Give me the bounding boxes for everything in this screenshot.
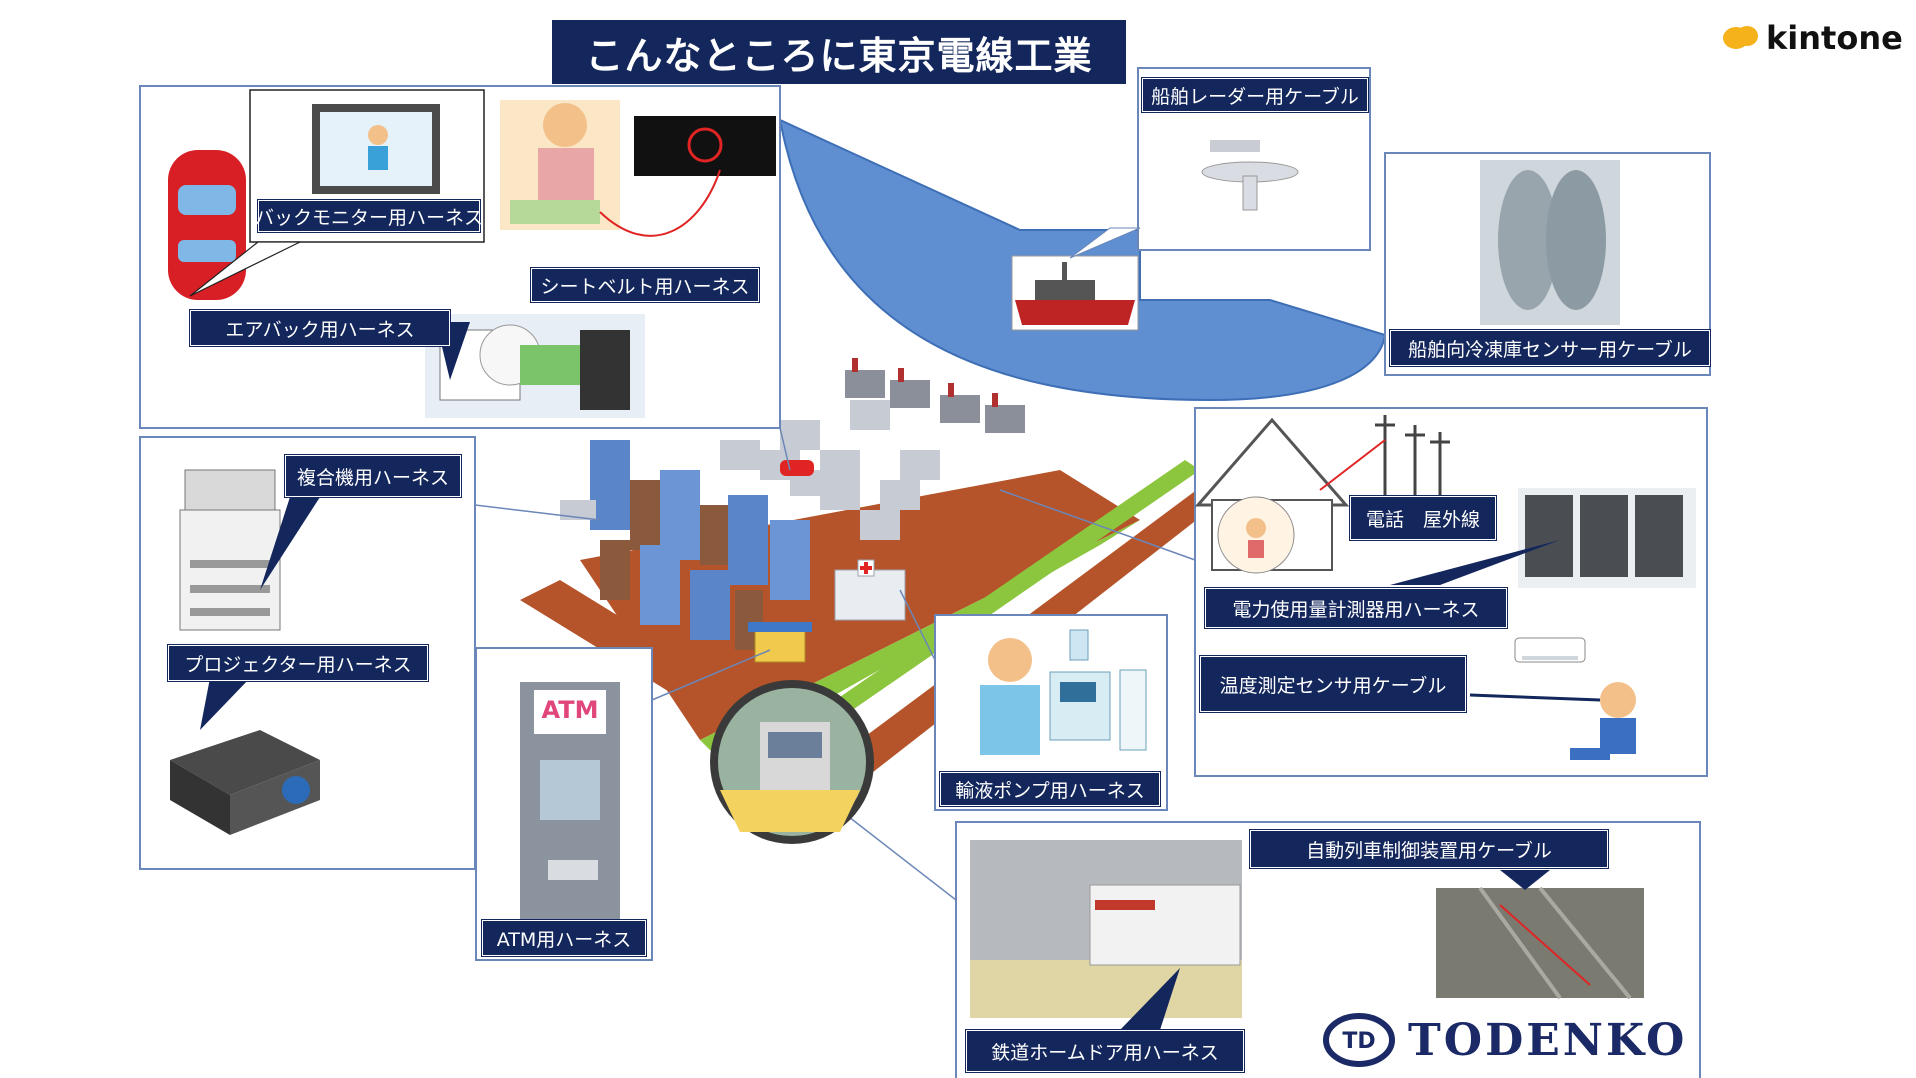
- label-radar: 船舶レーダー用ケーブル: [1142, 78, 1368, 112]
- label-atc: 自動列車制御装置用ケーブル: [1250, 830, 1608, 868]
- connector-lines: [474, 427, 1196, 901]
- label-infusion: 輸液ポンプ用ハーネス: [940, 772, 1160, 806]
- monitor-callout-tail: [189, 241, 301, 297]
- radar-antenna-icon: [1201, 140, 1299, 211]
- label-projector: プロジェクター用ハーネス: [168, 645, 428, 681]
- air-conditioner-icon: [1514, 637, 1586, 663]
- todenko-logo: TD TODENKO: [1322, 1012, 1687, 1068]
- house-icon: [1194, 417, 1350, 574]
- atc-rail-photo: [1436, 886, 1644, 1000]
- infusion-pump-icon: [980, 629, 1147, 755]
- label-freezer: 船舶向冷凍庫センサー用ケーブル: [1390, 330, 1710, 366]
- atc-callout-tail: [1500, 870, 1550, 890]
- child-icon: [1570, 682, 1636, 760]
- map-car: [780, 460, 814, 476]
- train-platform-icon: [710, 680, 874, 844]
- ship-icon: [1011, 255, 1139, 331]
- label-phone-line: 電話 屋外線: [1350, 496, 1496, 540]
- brand-name: kintone: [1766, 19, 1903, 57]
- copier-callout-tail: [260, 497, 320, 590]
- meter-callout-tail: [1390, 540, 1560, 585]
- utility-pole-icon: [1375, 415, 1450, 500]
- seatbelt-person-icon: [500, 100, 620, 230]
- todenko-mark-icon: TD: [1323, 1013, 1395, 1067]
- todenko-mark-text: TD: [1342, 1029, 1375, 1054]
- projector-icon: [170, 730, 320, 835]
- label-seatbelt: シートベルト用ハーネス: [531, 268, 759, 302]
- page-title: こんなところに東京電線工業: [552, 20, 1126, 84]
- atm-sign: ATM: [541, 696, 599, 724]
- projector-callout-tail: [200, 678, 250, 730]
- label-back-monitor: バックモニター用ハーネス: [255, 200, 483, 232]
- factories: [845, 358, 1025, 433]
- city-buildings: [560, 400, 940, 650]
- kintone-brand: kintone: [1722, 18, 1903, 58]
- label-airbag: エアバック用ハーネス: [190, 310, 450, 346]
- hospital-building: [834, 559, 906, 621]
- copier-icon: [179, 469, 281, 631]
- atm-machine-icon: [520, 682, 620, 942]
- red-car-icon: [168, 150, 246, 300]
- bank-roof: [748, 622, 812, 632]
- platform-door-photo: [970, 840, 1242, 1018]
- platform-callout-tail: [1120, 968, 1180, 1030]
- label-atm: ATM用ハーネス: [482, 920, 646, 956]
- label-mfp: 複合機用ハーネス: [285, 455, 461, 497]
- label-power-meter: 電力使用量計測器用ハーネス: [1205, 588, 1507, 628]
- power-meter-icon: [1518, 488, 1696, 588]
- bank-building: [754, 629, 806, 663]
- kintone-logo-icon: [1723, 26, 1758, 49]
- rail-green-right: [770, 460, 1200, 760]
- seatbelt-warning-icon: [634, 116, 776, 176]
- label-platform-door: 鉄道ホームドア用ハーネス: [966, 1030, 1244, 1072]
- label-temp-sensor: 温度測定センサ用ケーブル: [1200, 656, 1466, 712]
- todenko-name: TODENKO: [1408, 1014, 1688, 1066]
